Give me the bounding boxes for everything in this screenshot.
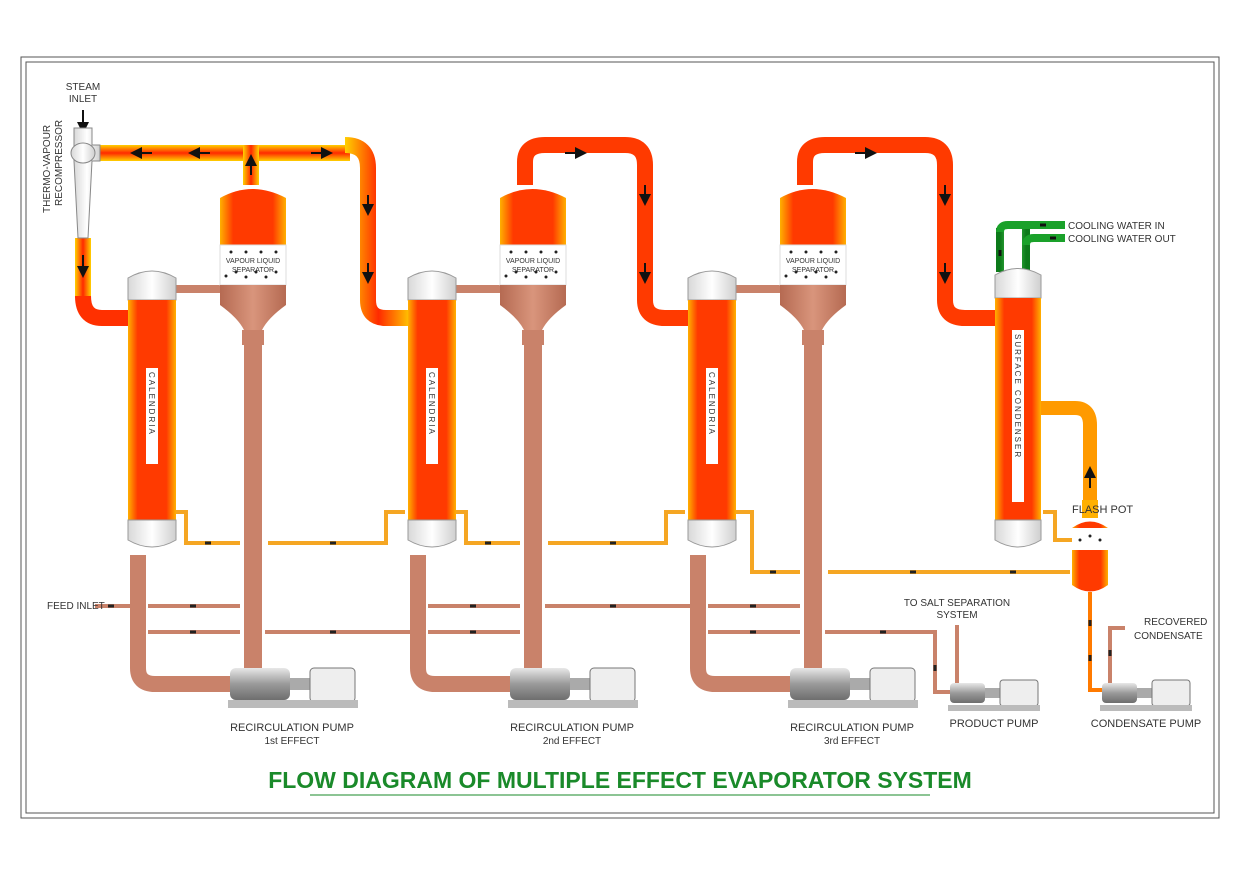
calandria-2 [407, 270, 457, 548]
calandria-1-label: CALENDRIA [147, 372, 156, 436]
calandria-2-label: CALENDRIA [427, 372, 436, 436]
calandria-3 [687, 270, 737, 548]
recirculation-pump-2 [508, 667, 638, 708]
recovered-label-1: RECOVERED [1144, 617, 1207, 628]
pump-2-label: RECIRCULATION PUMP [510, 722, 634, 734]
tvr-label-2: RECOMPRESSOR [54, 120, 65, 206]
condensate-pump [1100, 679, 1192, 711]
calandria-3-label: CALENDRIA [707, 372, 716, 436]
tvr-label-1: THERMO-VAPOUR [42, 125, 53, 213]
cooling-out-label: COOLING WATER OUT [1068, 234, 1176, 245]
effect-3-label: 3rd EFFECT [824, 736, 880, 747]
recovered-condensate-line [1108, 626, 1125, 690]
condensate-pump-label: CONDENSATE PUMP [1091, 718, 1201, 730]
outer-frame [20, 56, 1220, 819]
feed-inlet-label: FEED INLET [47, 601, 105, 612]
recovered-label-2: CONDENSATE [1134, 631, 1203, 642]
separator-3-label-1: VAPOUR LIQUID [786, 258, 840, 265]
pump-3-label: RECIRCULATION PUMP [790, 722, 914, 734]
separator-3-label-2: SEPARATOR [792, 267, 834, 274]
product-pump-label: PRODUCT PUMP [949, 718, 1038, 730]
effect-1-label: 1st EFFECT [264, 736, 319, 747]
separator-1-label-1: VAPOUR LIQUID [226, 258, 280, 265]
separator-1-label-2: SEPARATOR [232, 267, 274, 274]
salt-separation-label-2: SYSTEM [936, 610, 977, 621]
pump-1-label: RECIRCULATION PUMP [230, 722, 354, 734]
separator-1 [219, 189, 287, 345]
recirculation-pump-3 [788, 667, 918, 708]
steam-inlet-label-1: STEAM [66, 82, 100, 93]
transfer-line-dashes [108, 604, 937, 671]
liquid-pipes [130, 340, 822, 692]
surface-condenser-label: SURFACE CONDENSER [1013, 334, 1022, 459]
calandria-1 [127, 270, 177, 548]
separator-2-label-2: SEPARATOR [512, 267, 554, 274]
surface-condenser [994, 221, 1065, 548]
diagram-title: FLOW DIAGRAM OF MULTIPLE EFFECT EVAPORAT… [268, 767, 972, 793]
product-pump [948, 679, 1040, 711]
steam-inlet-label-2: INLET [69, 94, 97, 105]
separator-droplets [224, 250, 838, 279]
thermo-vapour-recompressor [70, 127, 101, 239]
flash-pot-label: FLASH POT [1072, 504, 1133, 516]
salt-separation-label-1: TO SALT SEPARATION [904, 598, 1010, 609]
cooling-in-label: COOLING WATER IN [1068, 221, 1165, 232]
condensate-line-dashes [205, 541, 1092, 661]
cooling-dashes [998, 223, 1056, 256]
separator-2-label-1: VAPOUR LIQUID [506, 258, 560, 265]
separator-3 [779, 189, 847, 345]
inner-frame [25, 61, 1215, 814]
recirculation-pump-1 [228, 667, 358, 708]
separator-2 [499, 189, 567, 345]
effect-2-label: 2nd EFFECT [543, 736, 601, 747]
flash-pot [1072, 521, 1108, 592]
